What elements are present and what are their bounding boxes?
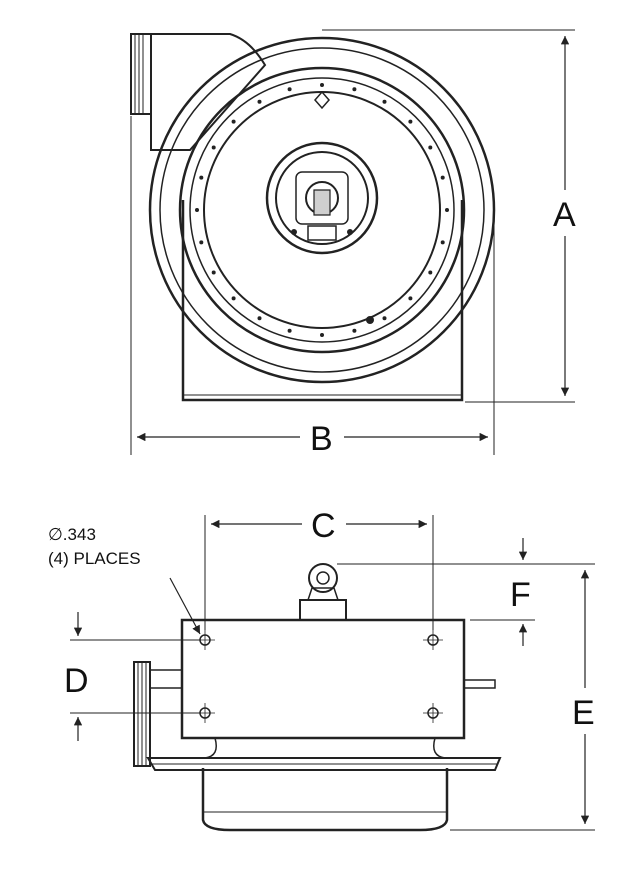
bolt-dot bbox=[382, 99, 387, 104]
side-flange bbox=[146, 757, 502, 771]
bolt-dot bbox=[408, 119, 413, 124]
hole-note-places: (4) PLACES bbox=[48, 549, 141, 568]
side-inlet-pipe bbox=[133, 661, 183, 767]
bolt-dot bbox=[231, 119, 236, 124]
dimension-f: F bbox=[337, 538, 595, 646]
bolt-dot bbox=[211, 145, 216, 150]
bolt-dot bbox=[257, 99, 262, 104]
bolt-dot bbox=[428, 145, 433, 150]
bolt-dot bbox=[408, 296, 413, 301]
bolt-dot bbox=[199, 175, 204, 180]
side-drum bbox=[201, 768, 449, 832]
flange-rim bbox=[159, 47, 485, 373]
bolt-dot bbox=[320, 83, 324, 87]
dimension-e: E bbox=[450, 570, 595, 831]
base-stand bbox=[181, 200, 464, 402]
side-tab bbox=[464, 679, 496, 689]
swivel-fitting bbox=[299, 563, 347, 621]
mounting-hole bbox=[423, 630, 443, 650]
dimension-a: A bbox=[322, 29, 576, 403]
hole-note-diameter: ∅.343 bbox=[48, 525, 96, 544]
mounting-hole bbox=[423, 703, 443, 723]
dimension-a-label: A bbox=[553, 196, 576, 234]
bolt-dot bbox=[231, 296, 236, 301]
bolt-dot bbox=[287, 87, 292, 92]
dimension-b: B bbox=[130, 116, 495, 458]
bolt-dot bbox=[440, 240, 445, 245]
bolt-dot bbox=[287, 328, 292, 333]
inlet-pipe bbox=[130, 33, 267, 151]
reel-disc bbox=[178, 66, 466, 354]
index-mark bbox=[314, 90, 330, 110]
bolt-dot bbox=[428, 270, 433, 275]
bolt-ring bbox=[195, 83, 449, 337]
dimension-b-label: B bbox=[310, 420, 333, 458]
bolt-dot bbox=[445, 208, 449, 212]
front-view: A B bbox=[130, 29, 576, 458]
dimension-d-label: D bbox=[64, 662, 89, 700]
bolt-dot bbox=[382, 316, 387, 321]
bolt-dot bbox=[352, 328, 357, 333]
dimension-e-label: E bbox=[572, 694, 595, 732]
mounting-base bbox=[180, 618, 466, 740]
bolt-dot bbox=[195, 208, 199, 212]
bolt-dot bbox=[257, 316, 262, 321]
latch-knob bbox=[366, 316, 374, 324]
dimension-f-label: F bbox=[510, 576, 531, 614]
dimension-d: D bbox=[64, 612, 200, 741]
dimension-c-label: C bbox=[311, 507, 336, 545]
mounting-holes bbox=[195, 630, 443, 723]
bolt-dot bbox=[440, 175, 445, 180]
bolt-dot bbox=[199, 240, 204, 245]
bolt-dot bbox=[352, 87, 357, 92]
hub bbox=[265, 141, 379, 255]
bolt-dot bbox=[320, 333, 324, 337]
dimension-c: C bbox=[204, 507, 434, 630]
side-view: ∅.343 (4) PLACES C D F bbox=[48, 507, 595, 832]
hole-note: ∅.343 (4) PLACES bbox=[48, 525, 201, 635]
bolt-dot bbox=[211, 270, 216, 275]
